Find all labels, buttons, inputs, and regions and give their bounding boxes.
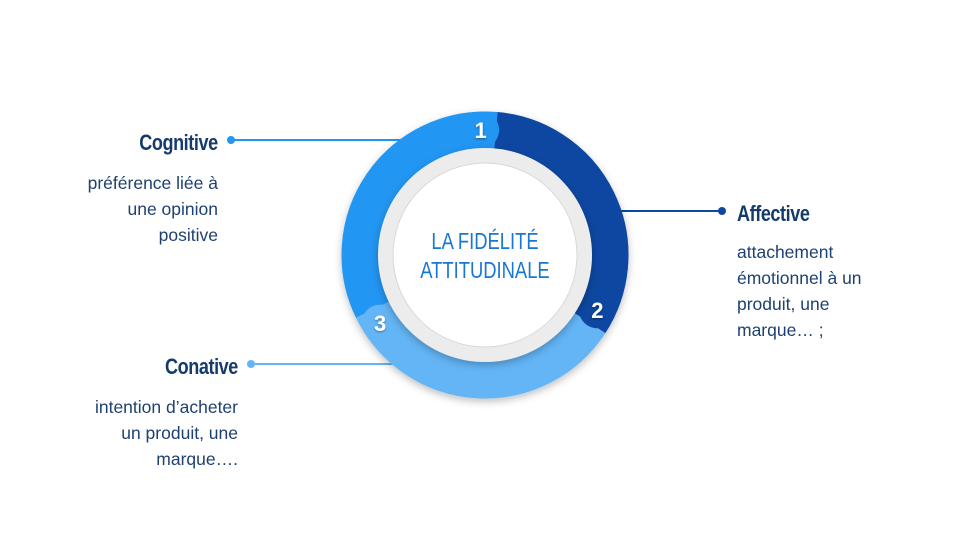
cognitive-connector-dot bbox=[227, 136, 235, 144]
center-title-line1: LA FIDÉLITÉ bbox=[431, 229, 538, 254]
ring-segment-2 bbox=[493, 112, 629, 334]
inner-white-circle bbox=[392, 162, 578, 348]
affective-line: marque… ; bbox=[737, 320, 824, 340]
conative-connector-dot bbox=[247, 360, 255, 368]
conative-description: intention d’acheter un produit, une marq… bbox=[95, 394, 238, 472]
ring-segment-3 bbox=[356, 301, 606, 399]
cognitive-description: préférence liée à une opinion positive bbox=[88, 170, 218, 248]
conative-line: intention d’acheter bbox=[94, 397, 238, 417]
conative-line: un produit, une bbox=[121, 423, 238, 443]
ring-segment-cap-2 bbox=[578, 291, 616, 329]
cognitive-line: une opinion bbox=[127, 199, 219, 219]
segment-number-2: 2 bbox=[591, 298, 603, 323]
segment-ring bbox=[341, 111, 629, 399]
ring-segment-cap-1 bbox=[462, 111, 500, 149]
affective-connector-dot bbox=[718, 207, 726, 215]
ring-segment-1 bbox=[341, 111, 498, 318]
conative-line: marque…. bbox=[156, 449, 238, 469]
center-title-line2: ATTITUDINALE bbox=[420, 258, 549, 283]
segment-number-1: 1 bbox=[475, 118, 487, 143]
ring-segment-cap-3 bbox=[361, 304, 399, 342]
segment-number-3: 3 bbox=[374, 311, 386, 336]
cognitive-line: préférence liée à bbox=[87, 173, 218, 193]
affective-title: Affective bbox=[737, 201, 810, 226]
affective-description: attachement émotionnel à un produit, une… bbox=[737, 239, 862, 343]
affective-line: attachement bbox=[737, 242, 834, 262]
cognitive-line: positive bbox=[158, 225, 218, 245]
conative-title: Conative bbox=[165, 354, 238, 379]
affective-line: produit, une bbox=[737, 294, 830, 314]
cognitive-title: Cognitive bbox=[139, 130, 218, 155]
affective-line: émotionnel à un bbox=[737, 268, 862, 288]
